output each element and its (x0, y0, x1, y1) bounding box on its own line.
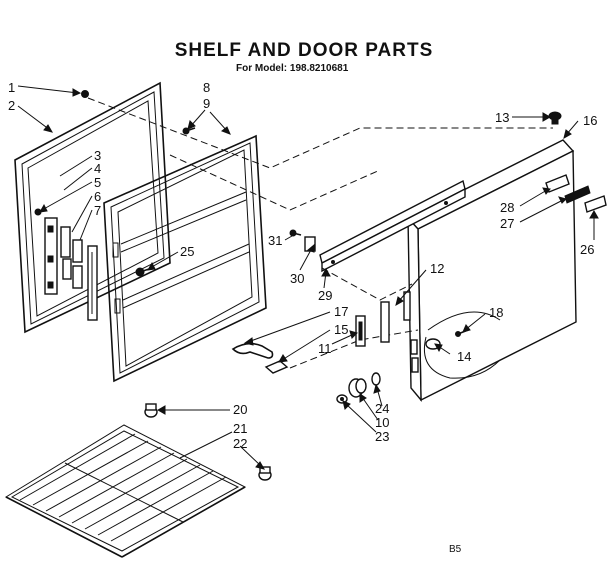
callout-29: 29 (318, 288, 332, 303)
shelf-rack (4, 424, 247, 558)
callout-25: 25 (180, 244, 194, 259)
callout-12: 12 (430, 261, 444, 276)
shelf-supports (144, 403, 272, 481)
callout-18: 18 (489, 305, 503, 320)
callout-6: 6 (94, 189, 101, 204)
pivot-parts (336, 372, 381, 404)
callout-20: 20 (233, 402, 247, 417)
callout-27: 27 (500, 216, 514, 231)
callout-5: 5 (94, 175, 101, 190)
door-gasket (14, 81, 171, 334)
door-channel (304, 179, 466, 273)
hinge-parts (44, 217, 98, 321)
callout-13: 13 (495, 110, 509, 125)
callout-8: 8 (203, 80, 210, 95)
callout-15: 15 (334, 322, 348, 337)
callout-labels: 1 2 3 4 5 6 7 8 9 25 13 16 28 27 26 31 3… (8, 80, 597, 451)
callout-30: 30 (290, 271, 304, 286)
callout-4: 4 (94, 161, 101, 176)
callout-23: 23 (375, 429, 389, 444)
model-line: For Model: 198.8210681 (236, 63, 349, 74)
callout-9: 9 (203, 96, 210, 111)
callout-7: 7 (94, 203, 101, 218)
callout-21: 21 (233, 421, 247, 436)
latch-parts (231, 291, 501, 379)
callout-3: 3 (94, 148, 101, 163)
callout-22: 22 (233, 436, 247, 451)
callout-24: 24 (375, 401, 389, 416)
callout-16: 16 (583, 113, 597, 128)
callout-14: 14 (457, 349, 471, 364)
screws (34, 90, 562, 277)
door-liner (103, 134, 267, 383)
leader-lines (17, 85, 599, 470)
callout-28: 28 (500, 200, 514, 215)
callout-1: 1 (8, 80, 15, 95)
callout-17: 17 (334, 304, 348, 319)
callout-11: 11 (318, 341, 332, 356)
alignment-lines (87, 97, 553, 369)
callout-2: 2 (8, 98, 15, 113)
callout-26: 26 (580, 242, 594, 257)
diagram-title: SHELF AND DOOR PARTS (174, 40, 434, 61)
callout-31: 31 (268, 233, 282, 248)
callout-10: 10 (375, 415, 389, 430)
door-trim (545, 174, 607, 213)
page-code: B5 (449, 544, 462, 555)
